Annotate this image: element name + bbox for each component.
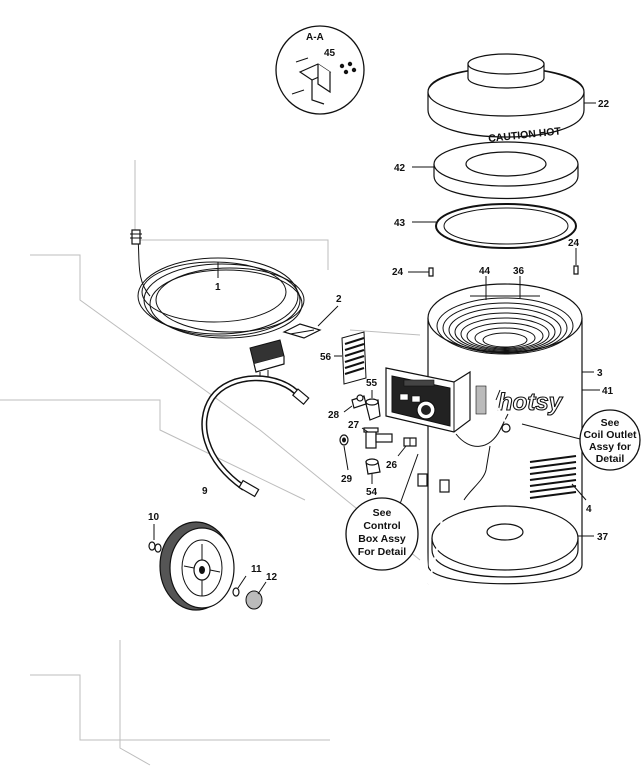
- callout-55: 55: [366, 378, 378, 389]
- coil-outlet-note: See Coil Outlet Assy for Detail: [521, 409, 641, 471]
- callout-45: 45: [324, 48, 336, 59]
- callout-41: 41: [602, 386, 614, 397]
- inlet-hoses: [417, 473, 450, 585]
- coil-outlet-note-line4: Detail: [596, 453, 625, 465]
- fitting-55: [365, 398, 381, 421]
- callout-3: 3: [597, 368, 603, 379]
- callout-28: 28: [328, 410, 340, 421]
- coil-outlet-piping: [455, 389, 511, 501]
- background-guide-lines: [0, 160, 421, 766]
- coil-outlet-note-line1: See: [601, 417, 620, 429]
- control-box-part: [385, 367, 471, 433]
- fitting-26: [403, 437, 417, 447]
- control-box-note: See Control Box Assy For Detail: [345, 453, 419, 571]
- brand-decal: hotsy: [498, 389, 564, 416]
- insulation-ring-part: [433, 141, 579, 199]
- callout-26: 26: [386, 460, 398, 471]
- detail-a-a: A-A 45: [275, 25, 365, 115]
- plug-part: [249, 323, 322, 380]
- coiled-hose-part: [130, 229, 305, 339]
- callout-37: 37: [597, 532, 609, 543]
- hubcap-12-part: [245, 590, 263, 610]
- callout-4: 4: [586, 504, 592, 515]
- control-box-note-line4: For Detail: [358, 546, 407, 558]
- callout-24-right: 24: [568, 238, 580, 249]
- callout-10: 10: [148, 512, 160, 523]
- control-box-note-line2: Control: [363, 520, 400, 532]
- callout-56: 56: [320, 352, 332, 363]
- callout-22: 22: [598, 99, 610, 110]
- high-pressure-hose-part: [201, 375, 310, 498]
- callout-27: 27: [348, 420, 360, 431]
- clip-part-right: [573, 265, 579, 275]
- control-box-note-line3: Box Assy: [358, 533, 406, 545]
- callout-2: 2: [336, 294, 342, 305]
- callout-36: 36: [513, 266, 525, 277]
- wheel-part: [159, 521, 235, 611]
- fitting-28: [351, 394, 367, 409]
- vent-louvers: [529, 455, 577, 499]
- clip-part-left: [428, 267, 434, 277]
- callout-42: 42: [394, 163, 406, 174]
- washer-11-part: [232, 587, 240, 597]
- gasket-part: [435, 203, 577, 249]
- base-plate-part: [431, 505, 579, 578]
- callout-12: 12: [266, 572, 278, 583]
- control-box-note-line1: See: [373, 507, 392, 519]
- callout-29: 29: [341, 474, 353, 485]
- callout-9: 9: [202, 486, 208, 497]
- warning-decal-part: [341, 331, 367, 385]
- fitting-29: [339, 434, 349, 446]
- fitting-27-tee: [363, 427, 393, 449]
- coil-outlet-note-line3: Assy for: [589, 441, 631, 453]
- callout-44: 44: [479, 266, 491, 277]
- coil-outlet-note-line2: Coil Outlet: [583, 429, 637, 441]
- fitting-54: [365, 458, 381, 475]
- callout-24-left: 24: [392, 267, 404, 278]
- callout-1: 1: [215, 282, 221, 293]
- washer-part: [148, 541, 162, 553]
- callout-43: 43: [394, 218, 406, 229]
- lid-part: CAUTION HOT: [427, 53, 585, 145]
- section-label: A-A: [306, 32, 324, 43]
- callout-11: 11: [251, 564, 262, 575]
- callout-54: 54: [366, 487, 378, 498]
